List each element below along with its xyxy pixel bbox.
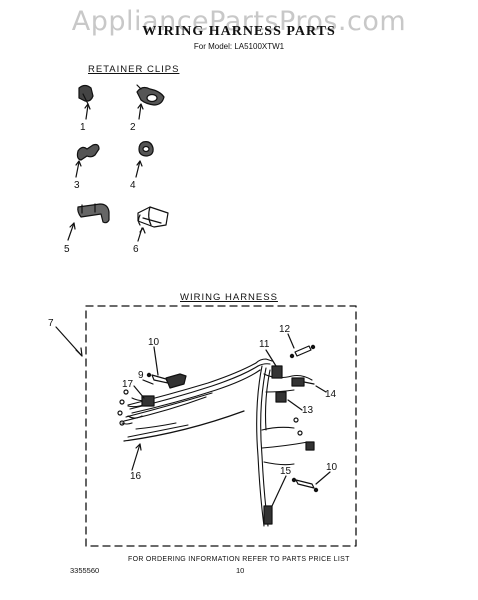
watermark: AppliancePartsPros.com [71, 6, 407, 37]
connector-9-10 [142, 346, 187, 389]
terminal-pins [117, 389, 315, 451]
callout-11: 11 [259, 339, 270, 350]
retainer-clips-heading: RETAINER CLIPS [88, 64, 180, 75]
wiring-harness [121, 358, 313, 527]
retainer-label-2: 2 [130, 122, 136, 133]
callout-9: 9 [138, 370, 144, 381]
retainer-label-3: 3 [74, 180, 80, 191]
callout-10-top: 10 [148, 337, 160, 348]
harness-box-label-7: 7 [48, 318, 54, 329]
callout-13: 13 [302, 405, 314, 416]
callout-17: 17 [122, 379, 134, 390]
model-subtitle: For Model: LA5100XTW1 [193, 42, 285, 51]
connector-14 [291, 377, 327, 393]
connector-11 [265, 349, 283, 379]
retainer-label-6: 6 [133, 244, 139, 255]
retainer-clip-2 [136, 84, 165, 120]
retainer-clip-3 [75, 143, 100, 178]
callout-15: 15 [280, 466, 292, 477]
connector-12 [287, 333, 316, 359]
connector-13 [275, 391, 303, 411]
retainer-label-4: 4 [130, 180, 136, 191]
page-title: WIRING HARNESS PARTS [142, 24, 336, 39]
retainer-label-1: 1 [80, 122, 86, 133]
retainer-clip-5 [67, 203, 110, 241]
connector-15-10 [263, 471, 331, 525]
harness-boundary [85, 305, 357, 547]
callout-14: 14 [325, 389, 337, 400]
callout-12: 12 [279, 324, 291, 335]
retainer-clip-6 [137, 206, 169, 242]
retainer-clip-4 [135, 141, 154, 178]
document-number: 3355560 [70, 566, 100, 575]
retainer-label-5: 5 [64, 244, 70, 255]
ordering-note: FOR ORDERING INFORMATION REFER TO PARTS … [128, 556, 350, 563]
retainer-clip-1 [78, 84, 94, 120]
page-number: 10 [236, 566, 245, 575]
callout-10-bottom: 10 [326, 462, 338, 473]
connector-17 [133, 385, 155, 407]
wiring-harness-heading: WIRING HARNESS [180, 292, 278, 303]
wire-16 [123, 410, 245, 471]
callout-16: 16 [130, 471, 142, 482]
